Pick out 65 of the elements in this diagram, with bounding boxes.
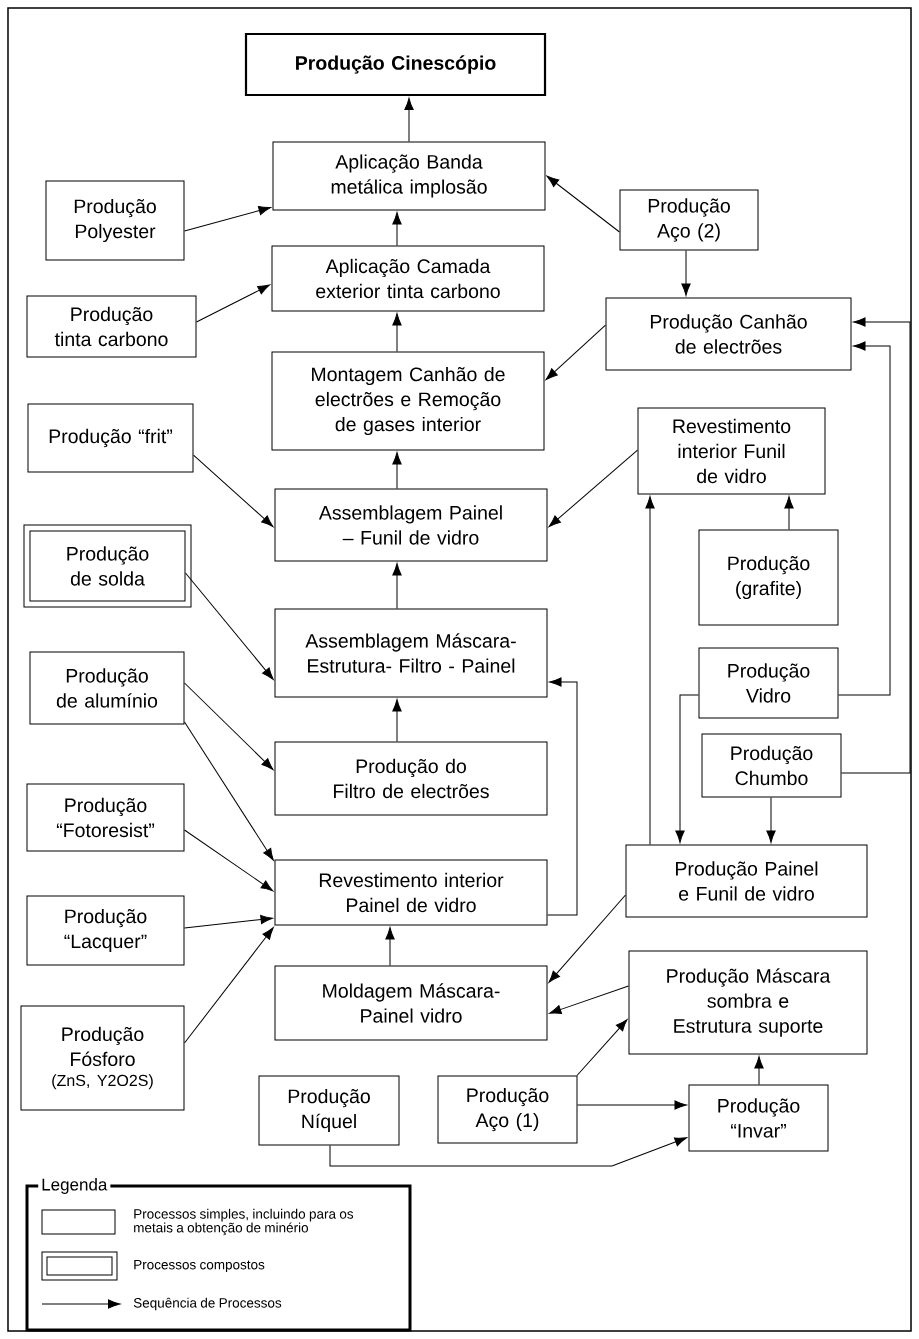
- arrow: [329, 1137, 687, 1167]
- legend-simple-item: Processos simples, incluindo para os metais a obtenção de minério: [41, 1208, 354, 1236]
- arrow: [404, 97, 414, 142]
- arrow: [576, 1019, 628, 1076]
- process-box: Produção “frit”: [27, 403, 194, 473]
- arrow: [392, 212, 402, 246]
- process-box: Moldagem Máscara- Painel vidro: [274, 965, 548, 1041]
- process-box: Produção Fósforo (ZnS, Y2O2S): [20, 1005, 185, 1111]
- process-box: Produção Painel e Funil de vidro: [625, 844, 868, 918]
- arrow: [784, 496, 794, 530]
- process-box: Revestimento interior Funil de vidro: [637, 407, 826, 495]
- arrow: [184, 206, 271, 232]
- process-box: Produção Vidro: [698, 647, 839, 719]
- arrow: [645, 496, 655, 845]
- arrow: [392, 563, 402, 609]
- title-box: Produção Cinescópio: [244, 32, 547, 97]
- arrow: [184, 721, 274, 861]
- arrow: [675, 694, 699, 843]
- process-box: Produção Aço (2): [619, 189, 759, 251]
- process-box: Produção “Invar”: [688, 1084, 829, 1152]
- process-box: Produção Aço (1): [437, 1075, 578, 1144]
- arrow: [184, 682, 274, 770]
- process-box: Produção tinta carbono: [26, 295, 197, 358]
- arrow: [841, 317, 911, 774]
- process-box: Produção Níquel: [258, 1075, 400, 1146]
- process-box: Assemblagem Painel – Funil de vidro: [274, 488, 548, 562]
- process-box: Produção Máscara sombra e Estrutura suporte: [628, 950, 868, 1055]
- process-box: Montagem Canhão de electrões e Remoção de gases interior: [271, 351, 545, 451]
- process-box: Produção “Lacquer”: [26, 895, 185, 966]
- arrow: [545, 324, 606, 381]
- arrow: [681, 250, 691, 296]
- arrow: [549, 985, 629, 1015]
- arrow: [385, 927, 395, 966]
- arrow: [577, 1100, 687, 1110]
- process-box: Aplicação Banda metálica implosão: [272, 141, 546, 211]
- legend-compound-item: Processos compostos: [41, 1251, 265, 1281]
- arrow: [392, 452, 402, 489]
- legend-title: Legenda: [38, 1175, 111, 1197]
- arrow: [548, 449, 638, 528]
- process-box: Produção Polyester: [45, 180, 185, 261]
- arrow: [184, 829, 274, 892]
- arrow: [184, 914, 273, 929]
- process-box: Produção do Filtro de electrões: [274, 741, 548, 816]
- process-box: Revestimento interior Painel de vidro: [274, 859, 548, 926]
- arrow: [754, 1056, 764, 1085]
- legend-arrow-item: Sequência de Processos: [41, 1297, 282, 1311]
- arrow: [546, 175, 620, 233]
- process-box: Produção (grafite): [698, 529, 839, 626]
- arrow: [547, 677, 578, 916]
- arrow: [392, 313, 402, 352]
- process-box: Produção Canhão de electrões: [605, 297, 852, 371]
- arrow: [392, 699, 402, 742]
- process-box: Produção Chumbo: [701, 733, 842, 798]
- arrow: [184, 927, 274, 1044]
- arrow: [193, 454, 274, 528]
- arrow: [838, 341, 891, 696]
- process-box: Produção de alumínio: [29, 651, 185, 725]
- compound-process-box: Produção de solda: [23, 524, 192, 608]
- process-box: Aplicação Camada exterior tinta carbono: [271, 245, 545, 312]
- arrow: [766, 797, 776, 843]
- arrow: [548, 894, 626, 983]
- process-box: Assemblagem Máscara- Estrutura- Filtro - Painel: [274, 608, 548, 698]
- arrow: [185, 572, 274, 680]
- arrow: [196, 284, 271, 323]
- process-box: Produção “Fotoresist”: [26, 783, 185, 852]
